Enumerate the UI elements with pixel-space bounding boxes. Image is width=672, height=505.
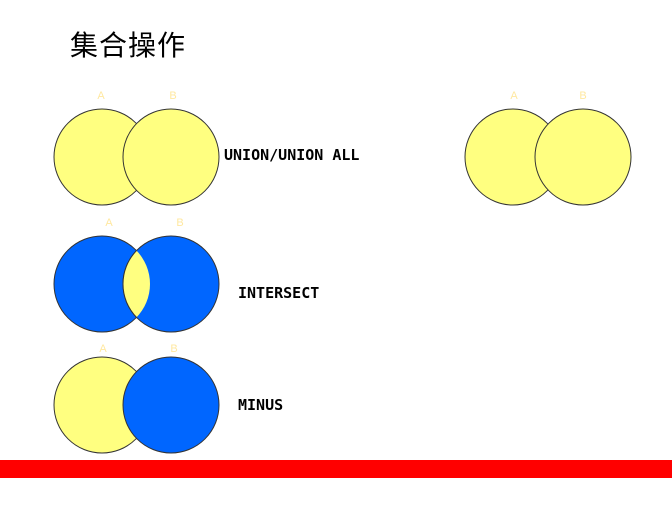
- page-title: 集合操作: [70, 29, 187, 62]
- union-letter-b: B: [169, 90, 176, 102]
- venn-diagrams: A B A B A B A B: [53, 90, 632, 454]
- overlap-circle-b: [534, 108, 632, 206]
- minus-letter-a: A: [99, 343, 107, 355]
- minus-letter-b: B: [170, 343, 177, 355]
- intersect-label: INTERSECT: [238, 284, 320, 302]
- footer-bar: [0, 460, 672, 478]
- union-circle-b: [122, 108, 220, 206]
- minus-label: MINUS: [238, 396, 284, 414]
- union-venn: A B: [53, 90, 220, 206]
- overlap-letter-a: A: [510, 90, 518, 102]
- union-label: UNION/UNION ALL: [224, 146, 360, 164]
- overlap-venn: A B: [464, 90, 632, 206]
- minus-venn: A B: [53, 343, 220, 454]
- intersect-venn: A B: [53, 217, 220, 333]
- minus-circle-b: [122, 356, 220, 454]
- overlap-letter-b: B: [579, 90, 586, 102]
- union-letter-a: A: [97, 90, 105, 102]
- intersect-letter-a: A: [105, 217, 113, 229]
- intersect-letter-b: B: [176, 217, 183, 229]
